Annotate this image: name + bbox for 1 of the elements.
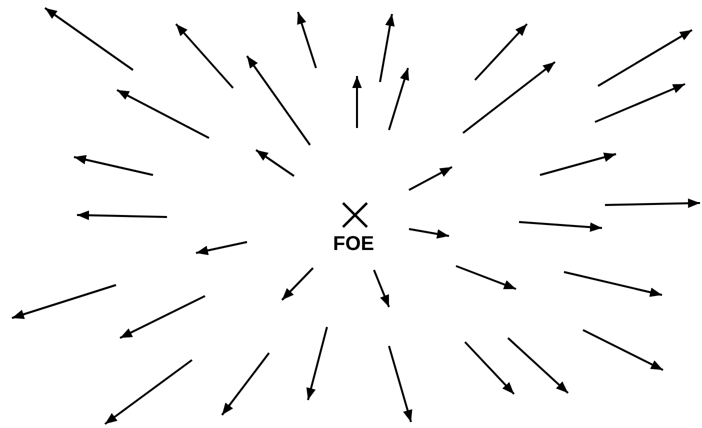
point-label: FOE — [333, 233, 374, 256]
